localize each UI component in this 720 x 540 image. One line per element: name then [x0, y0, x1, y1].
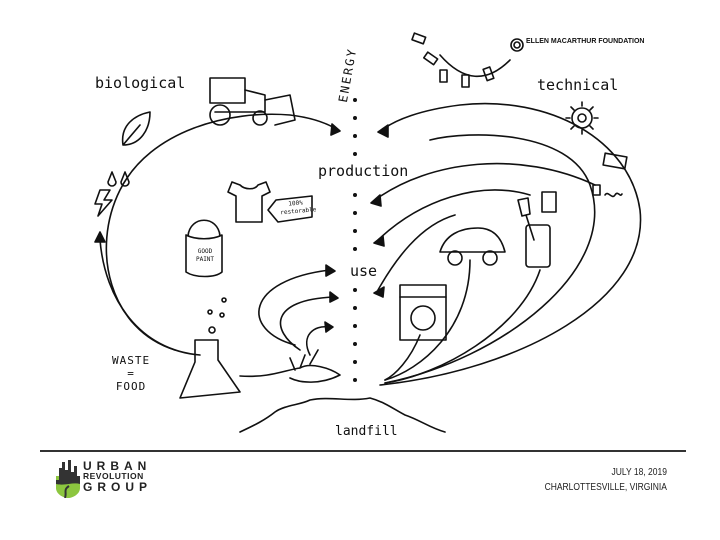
cup-icon	[541, 191, 557, 213]
emf-logo-icon	[510, 38, 524, 52]
urban-revolution-group-logo: URBAN REVOLUTION GROUP	[55, 460, 155, 500]
label-waste: WASTE	[112, 354, 151, 367]
water-drops-icon	[107, 171, 130, 187]
technical-loop-arrow	[379, 102, 642, 386]
label-paint: GOOD PAINT	[195, 248, 215, 263]
label-biological: biological	[95, 74, 186, 92]
lightning-icon	[94, 189, 113, 217]
logo-line3: GROUP	[83, 479, 153, 494]
biological-loop-arrow	[105, 113, 339, 351]
tractor-icon	[209, 77, 296, 126]
car-icon	[439, 227, 506, 266]
washing-machine-icon	[399, 284, 447, 341]
label-equals: =	[127, 367, 135, 380]
label-landfill: landfill	[335, 424, 398, 439]
paint-can-icon	[185, 219, 223, 278]
label-production: production	[318, 162, 409, 180]
center-dotted-line	[353, 98, 357, 382]
tag-icon	[267, 195, 313, 223]
label-tag: 100% restorable	[280, 199, 317, 217]
city-shield-icon	[56, 460, 80, 499]
spatula-icon	[517, 197, 535, 241]
footer-event-info: JULY 18, 2019 CHARLOTTESVILLE, VIRGINIA	[545, 465, 667, 495]
smartphone-icon	[525, 224, 551, 268]
event-date: JULY 18, 2019	[611, 467, 667, 478]
label-use: use	[350, 262, 378, 280]
footer-divider	[40, 450, 686, 452]
event-location: CHARLOTTESVILLE, VIRGINIA	[544, 482, 667, 493]
label-food: FOOD	[115, 380, 147, 393]
energy-recovery-arrow	[99, 239, 201, 356]
logo-line1: URBAN	[83, 459, 152, 473]
landfill-mound	[239, 397, 446, 433]
tv-icon	[592, 152, 628, 198]
partner-name: ELLEN MACARTHUR FOUNDATION	[526, 38, 645, 45]
sun-icon	[411, 32, 511, 88]
leaf-icon	[121, 111, 151, 146]
partner-logo: ELLEN MACARTHUR FOUNDATION	[510, 38, 644, 45]
gear-icon	[565, 101, 599, 135]
tshirt-icon	[227, 181, 271, 223]
logo-line2: REVOLUTION	[83, 471, 144, 481]
label-technical: technical	[537, 76, 619, 94]
label-waste-food: WASTE = FOOD	[112, 354, 150, 393]
compost-icon	[239, 349, 341, 383]
flask-icon	[179, 297, 241, 399]
